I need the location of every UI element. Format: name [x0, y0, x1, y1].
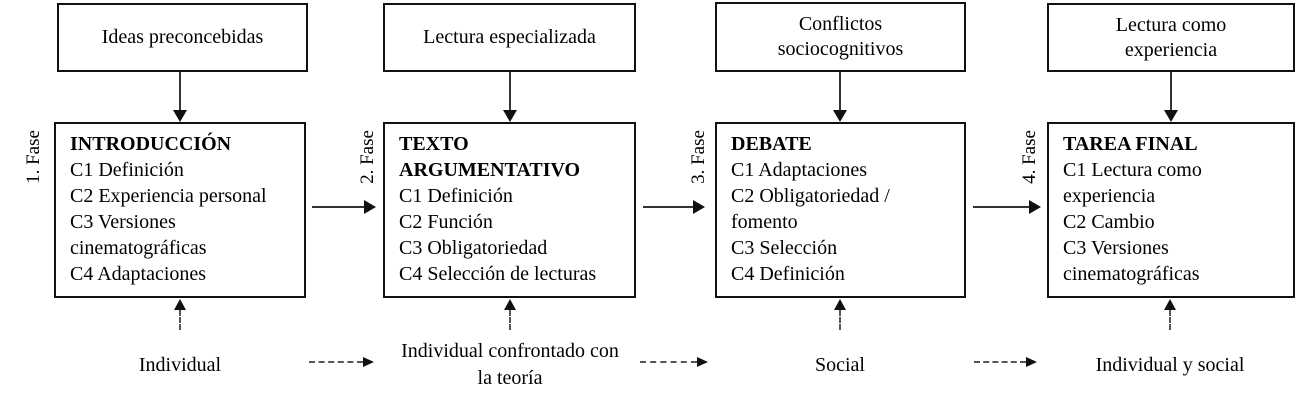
phase-1-item-c4: C4 Adaptaciones: [70, 263, 207, 285]
arrow-right-phase-2-3: [643, 200, 705, 214]
dashed-arrow-up-phase-2: [504, 299, 516, 330]
arrow-head-up-icon: [504, 299, 516, 310]
phase-2-title: TEXTO ARGUMENTATIVO: [399, 133, 581, 181]
arrow-down-phase-2: [503, 72, 517, 122]
arrow-down-phase-1: [173, 72, 187, 122]
dashed-arrow-stem: [640, 361, 697, 363]
dashed-arrow-up-phase-1: [174, 299, 186, 330]
arrow-head-up-icon: [1164, 299, 1176, 310]
phase-1-title: INTRODUCCIÓN: [70, 133, 232, 155]
phase-3-modality-label: Social: [815, 353, 865, 376]
arrow-head-right-icon: [693, 200, 705, 214]
dashed-arrow-stem: [1169, 310, 1171, 330]
phase-1-item-c3: C3 Versiones cinematográficas: [70, 211, 207, 259]
arrow-head-down-icon: [503, 110, 517, 122]
phase-2-label: 2. Fase: [357, 130, 378, 184]
phase-1-item-c1: C1 Definición: [70, 159, 184, 181]
phase-3-item-c1: C1 Adaptaciones: [731, 159, 868, 181]
arrow-stem: [509, 72, 511, 110]
phase-1-label: 1. Fase: [23, 130, 44, 184]
phase-2-item-c2: C2 Función: [399, 211, 493, 233]
arrow-head-down-icon: [1164, 110, 1178, 122]
phase-4-stimulus-label: Lectura como experiencia: [1115, 13, 1227, 61]
arrow-stem: [312, 206, 364, 208]
arrow-head-down-icon: [173, 110, 187, 122]
arrow-head-down-icon: [833, 110, 847, 122]
arrow-down-phase-3: [833, 72, 847, 122]
phase-3-label: 3. Fase: [688, 130, 709, 184]
dashed-arrow-stem: [839, 310, 841, 330]
phase-2-stimulus-box: Lectura especializada: [383, 3, 636, 72]
arrow-right-phase-1-2: [312, 200, 376, 214]
arrow-stem: [179, 72, 181, 110]
arrow-head-right-icon: [1029, 200, 1041, 214]
phase-1-modality-label: Individual: [138, 353, 222, 376]
phase-2-stimulus-label: Lectura especializada: [423, 26, 596, 48]
dashed-arrow-right-modality-1-2: [309, 356, 374, 368]
phase-3-title: DEBATE: [731, 133, 812, 155]
dashed-arrow-up-phase-3: [834, 299, 846, 330]
phase-2-modality-label: Individual confrontado con la teoría: [401, 340, 619, 389]
phase-4-item-c3: C3 Versiones cinematográficas: [1063, 237, 1200, 285]
phase-2-item-c4: C4 Selección de lecturas: [399, 263, 597, 285]
phase-1-stimulus-box: Ideas preconcebidas: [57, 3, 308, 72]
phase-3-item-c4: C4 Definición: [731, 263, 845, 285]
phase-4-item-c1: C1 Lectura como experiencia: [1063, 159, 1202, 207]
phase-2-main-box: TEXTO ARGUMENTATIVO C1 Definición C2 Fun…: [383, 122, 636, 298]
arrow-right-phase-3-4: [973, 200, 1041, 214]
dashed-arrow-right-modality-2-3: [640, 356, 708, 368]
arrow-stem: [1170, 72, 1172, 110]
phase-4-item-c2: C2 Cambio: [1063, 211, 1155, 233]
arrow-head-up-icon: [834, 299, 846, 310]
arrow-head-right-icon: [364, 200, 376, 214]
phase-4-label: 4. Fase: [1019, 130, 1040, 184]
phase-4-stimulus-box: Lectura como experiencia: [1047, 3, 1295, 72]
phase-3-item-c3: C3 Selección: [731, 237, 838, 259]
dashed-arrow-stem: [509, 310, 511, 330]
arrow-down-phase-4: [1164, 72, 1178, 122]
phase-1-main-box: INTRODUCCIÓN C1 Definición C2 Experienci…: [54, 122, 306, 298]
dashed-arrow-right-modality-3-4: [974, 356, 1037, 368]
phase-3-main-box: DEBATE C1 Adaptaciones C2 Obligatoriedad…: [715, 122, 966, 298]
arrow-stem: [839, 72, 841, 110]
phase-1-stimulus-label: Ideas preconcebidas: [101, 26, 264, 48]
dashed-arrow-stem: [179, 310, 181, 330]
phase-1-item-c2: C2 Experiencia personal: [70, 185, 267, 207]
arrow-head-right-icon: [1026, 357, 1037, 367]
dashed-arrow-stem: [974, 361, 1026, 363]
arrow-head-right-icon: [697, 357, 708, 367]
phase-2-item-c3: C3 Obligatoriedad: [399, 237, 548, 259]
arrow-stem: [973, 206, 1029, 208]
arrow-head-right-icon: [363, 357, 374, 367]
phase-3-item-c2: C2 Obligatoriedad / fomento: [731, 185, 890, 233]
phase-4-modality-label: Individual y social: [1095, 353, 1245, 376]
dashed-arrow-up-phase-4: [1164, 299, 1176, 330]
phase-4-main-box: TAREA FINAL C1 Lectura como experiencia …: [1047, 122, 1295, 298]
phase-3-stimulus-box: Conflictos sociocognitivos: [715, 2, 966, 72]
phase-2-item-c1: C1 Definición: [399, 185, 513, 207]
phase-4-title: TAREA FINAL: [1063, 133, 1198, 155]
arrow-stem: [643, 206, 693, 208]
dashed-arrow-stem: [309, 361, 363, 363]
phase-3-stimulus-label: Conflictos sociocognitivos: [777, 13, 904, 60]
arrow-head-up-icon: [174, 299, 186, 310]
